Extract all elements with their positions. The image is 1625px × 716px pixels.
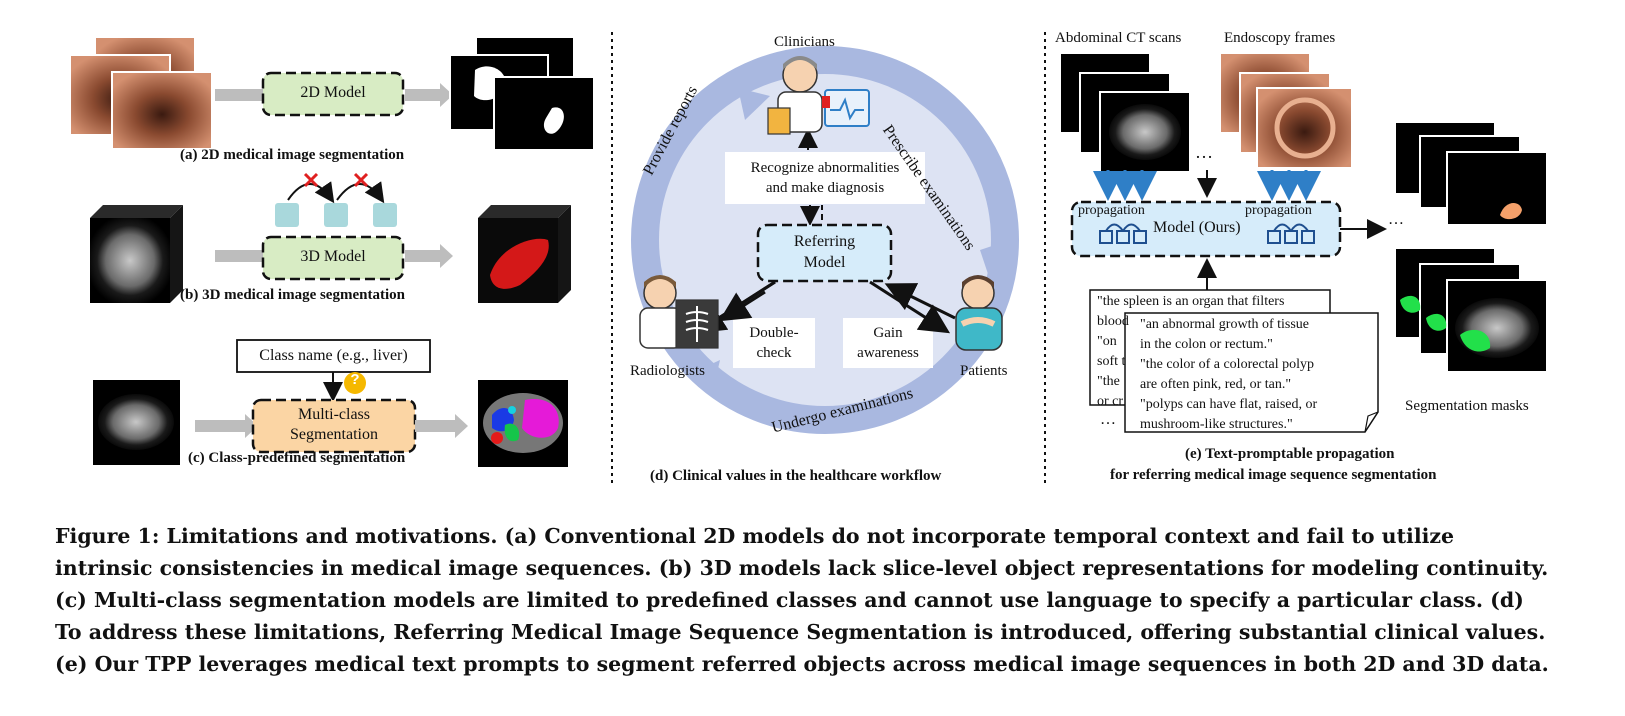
caption-line-4: To address these limitations, Referring … — [55, 620, 1546, 644]
panel-b-liver-cube — [478, 205, 571, 303]
caption-line-5: (e) Our TPP leverages medical text promp… — [55, 652, 1549, 676]
back-quote-line: soft t — [1097, 354, 1126, 369]
front-quote-line: in the colon or rectum." — [1140, 337, 1273, 352]
back-quote-line: "the spleen is an organ that filters — [1097, 294, 1285, 309]
question-icon-text: ? — [350, 371, 360, 388]
back-quote-line: or cr — [1097, 394, 1124, 409]
radiologist-icon — [639, 275, 719, 349]
svg-text:…: … — [1195, 142, 1213, 162]
output-endo-masks — [1394, 121, 1548, 226]
propagation-right-label: propagation — [1245, 203, 1312, 218]
question-icon — [344, 372, 366, 394]
front-quote-line: are often pink, red, or tan." — [1140, 377, 1292, 392]
recognize-line-1: Recognize abnormalities — [750, 160, 900, 176]
panel-a-mask-stack — [449, 36, 595, 151]
figure-caption: Figure 1: Limitations and motivations. (… — [55, 520, 1575, 680]
panel-c-multiclass-mask — [478, 380, 568, 467]
multiclass-label-2: Segmentation — [290, 426, 378, 443]
ct-scan-stack — [1059, 52, 1191, 173]
class-name-label: Class name (e.g., liver) — [259, 347, 408, 364]
model-2d-label: 2D Model — [300, 84, 366, 101]
clinicians-label: Clinicians — [774, 34, 835, 50]
tpp-model-label: Model (Ours) — [1153, 219, 1241, 236]
double-check-line-2: check — [756, 345, 792, 361]
svg-text:…: … — [1388, 211, 1404, 228]
quote-box-front — [1124, 312, 1379, 433]
front-quote-line: "an abnormal growth of tissue — [1140, 317, 1310, 332]
figure-svg: … … … — [69, 32, 1548, 485]
back-quote-text: "the spleen is an organ that filters blo… — [1097, 292, 1284, 412]
front-quote-line: "polyps can have flat, raised, or — [1140, 397, 1318, 412]
front-quote-line: "the color of a colorectal polyp — [1140, 357, 1315, 372]
figure-panel: … … … — [69, 32, 1548, 485]
front-quote-line: mushroom-like structures." — [1140, 417, 1293, 432]
panel-a-endoscopy-stack — [69, 36, 213, 150]
recognize-box — [725, 152, 925, 204]
patient-icon — [955, 275, 1003, 351]
segmentation-masks-label: Segmentation masks — [1405, 398, 1529, 414]
multiclass-box — [251, 398, 417, 454]
radiologists-label: Radiologists — [630, 363, 706, 379]
referring-model-line-2: Model — [803, 254, 846, 271]
model-2d-box — [261, 71, 405, 117]
panel-c-caption: (c) Class-predefined segmentation — [188, 450, 406, 466]
red-x-icon — [303, 172, 369, 188]
panel-b-caption: (b) 3D medical image segmentation — [180, 287, 405, 303]
panel-d-caption: (d) Clinical values in the healthcare wo… — [650, 468, 942, 484]
clinician-icon — [767, 56, 870, 135]
multiclass-label-1: Multi-class — [298, 406, 370, 423]
caption-line-1: Figure 1: Limitations and motivations. (… — [55, 524, 1455, 548]
double-check-box — [733, 318, 815, 368]
model-3d-box — [261, 235, 405, 281]
panel-b-ct-cube — [90, 205, 183, 303]
panel-a-caption: (a) 2D medical image segmentation — [180, 147, 405, 163]
caption-line-3: (c) Multi-class segmentation models are … — [55, 588, 1524, 612]
referring-model-line-1: Referring — [793, 233, 856, 250]
panel-e-caption-line-2: for referring medical image sequence seg… — [1110, 467, 1437, 483]
recognize-line-2: and make diagnosis — [765, 180, 885, 196]
output-ct-masks — [1394, 247, 1548, 373]
double-check-line-1: Double- — [749, 325, 799, 341]
back-quote-line: "on — [1097, 334, 1117, 349]
patients-label: Patients — [960, 363, 1008, 379]
back-quote-line: "the — [1097, 374, 1120, 389]
referring-model-box — [756, 223, 893, 283]
svg-text:…: … — [1100, 411, 1116, 428]
propagation-blocks-left — [1099, 223, 1147, 244]
front-quote-text: "an abnormal growth of tissue in the col… — [1140, 315, 1317, 435]
endoscopy-label: Endoscopy frames — [1224, 30, 1336, 46]
gain-awareness-line-2: awareness — [857, 345, 919, 361]
panel-e-caption-line-1: (e) Text-promptable propagation — [1185, 446, 1395, 462]
ct-scans-label: Abdominal CT scans — [1055, 30, 1182, 46]
caption-line-2: intrinsic consistencies in medical image… — [55, 556, 1549, 580]
propagation-left-label: propagation — [1078, 203, 1145, 218]
back-quote-line: blood — [1097, 314, 1129, 329]
endoscopy-stack — [1219, 52, 1353, 169]
model-3d-label: 3D Model — [300, 248, 366, 265]
propagation-blocks-right — [1267, 223, 1315, 244]
gain-awareness-line-1: Gain — [873, 325, 903, 341]
panel-c-ct-slice — [93, 380, 180, 465]
